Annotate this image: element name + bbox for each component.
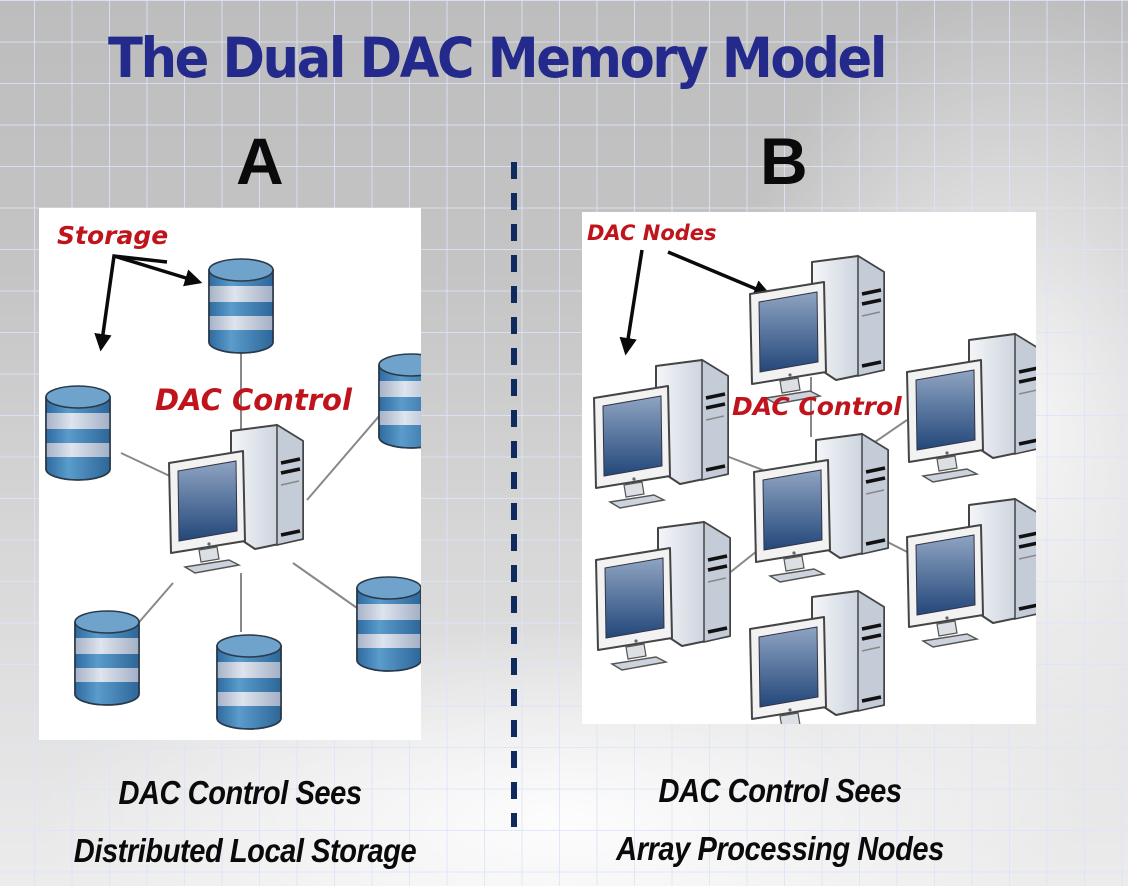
storage-icon bbox=[208, 258, 274, 354]
dac-control-computer-icon bbox=[752, 432, 890, 584]
caption-a-line1: DAC Control Sees bbox=[118, 774, 362, 811]
storage-icon bbox=[216, 634, 282, 730]
dac-node-computer-icon bbox=[592, 358, 730, 510]
panel-a-letter: A bbox=[236, 124, 284, 198]
storage-arrows bbox=[94, 254, 203, 352]
dac-control-label-a: DAC Control bbox=[155, 383, 352, 417]
dashed-divider bbox=[511, 162, 517, 827]
dac-control-label-b: DAC Control bbox=[732, 392, 902, 421]
slide-title: The Dual DAC Memory Model bbox=[108, 26, 887, 90]
caption-a-line2: Distributed Local Storage bbox=[73, 832, 417, 869]
panel-a-diagram: Storage DAC Control bbox=[39, 208, 421, 740]
storage-icon bbox=[378, 353, 421, 449]
dac-node-computer-icon bbox=[748, 254, 886, 406]
dac-node-computer-icon bbox=[905, 497, 1036, 649]
caption-b-line1: DAC Control Sees bbox=[658, 772, 902, 809]
panel-b-letter: B bbox=[760, 124, 808, 198]
storage-icon bbox=[74, 610, 140, 706]
node-arrows bbox=[619, 249, 772, 356]
storage-icon bbox=[45, 385, 111, 481]
caption-b-line2: Array Processing Nodes bbox=[616, 830, 944, 867]
dac-node-computer-icon bbox=[748, 589, 886, 724]
dac-node-computer-icon bbox=[905, 332, 1036, 484]
panel-b-diagram: DAC Nodes DAC Control bbox=[582, 212, 1036, 724]
connection-lines bbox=[120, 348, 387, 632]
storage-icon bbox=[356, 576, 421, 672]
dac-control-computer-icon bbox=[167, 423, 305, 575]
dac-node-computer-icon bbox=[594, 520, 732, 672]
storage-label: Storage bbox=[57, 221, 169, 250]
dac-nodes-label: DAC Nodes bbox=[587, 221, 717, 245]
